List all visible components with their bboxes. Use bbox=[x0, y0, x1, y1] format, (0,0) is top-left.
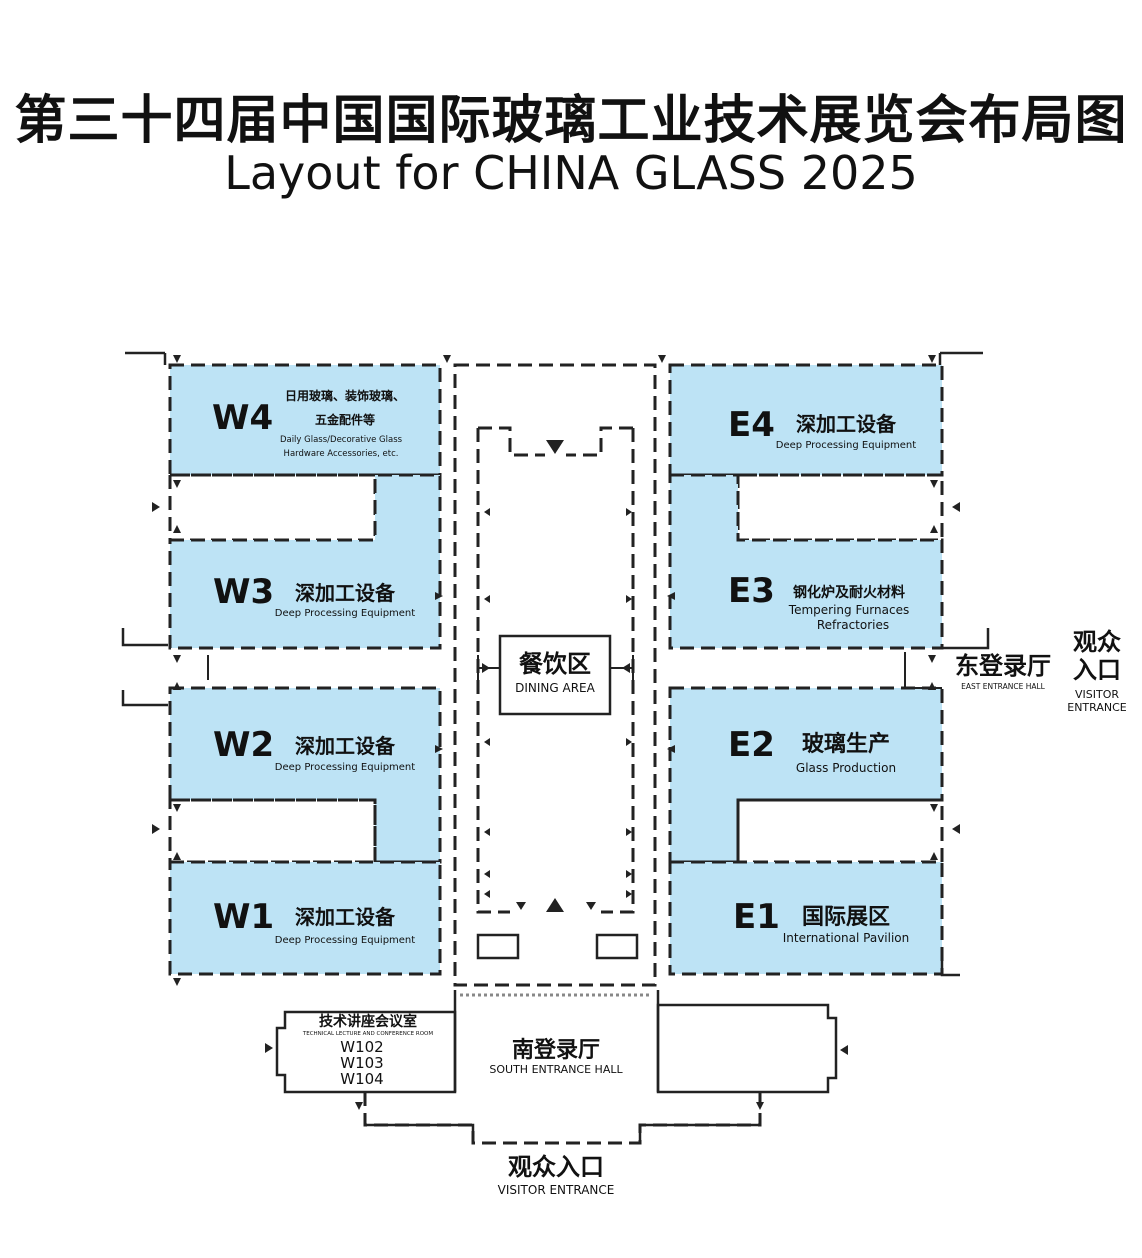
hall-e4[interactable]: E4 深加工设备 Deep Processing Equipment bbox=[668, 363, 944, 477]
arrow-right-icon bbox=[152, 502, 160, 512]
dining-area-box bbox=[498, 634, 612, 716]
dining-area-label-zh: 餐饮区 bbox=[519, 650, 591, 678]
hall-e4-label-zh: 深加工设备 bbox=[796, 412, 897, 436]
arrow-down-icon bbox=[443, 355, 451, 363]
south-entrance-hall[interactable]: 南登录厅 SOUTH ENTRANCE HALL bbox=[489, 1038, 623, 1076]
arrow-down-icon bbox=[928, 355, 936, 363]
east-visitor-entrance-label-en-2: ENTRANCE bbox=[1067, 701, 1127, 714]
hall-w2[interactable]: W2 深加工设备 Deep Processing Equipment bbox=[168, 686, 442, 864]
lecture-room[interactable]: 技术讲座会议室 TECHNICAL LECTURE AND CONFERENCE… bbox=[275, 1010, 457, 1094]
hall-e1-label-en: International Pavilion bbox=[783, 931, 910, 945]
south-visitor-entrance[interactable]: 观众入口 VISITOR ENTRANCE bbox=[498, 1153, 615, 1197]
hall-w1-label-zh: 深加工设备 bbox=[295, 905, 396, 929]
hall-w2-code: W2 bbox=[213, 725, 274, 765]
dining-area[interactable]: 餐饮区 DINING AREA bbox=[498, 634, 612, 716]
east-entrance-hall-label-zh: 东登录厅 bbox=[955, 652, 1051, 680]
page-title-english: Layout for CHINA GLASS 2025 bbox=[224, 146, 918, 200]
lecture-room-w103: W103 bbox=[340, 1054, 383, 1072]
hall-e2[interactable]: E2 玻璃生产 Glass Production bbox=[668, 686, 944, 864]
east-entrance-hall[interactable]: 东登录厅 EAST ENTRANCE HALL bbox=[955, 652, 1051, 691]
corridor-w4-w3 bbox=[168, 473, 377, 542]
arrow-right-icon bbox=[265, 1043, 273, 1053]
hall-w1-code: W1 bbox=[213, 897, 274, 937]
hall-w3-area bbox=[168, 473, 442, 650]
arrow-up-icon bbox=[546, 898, 564, 912]
south-entrance-wall bbox=[363, 1092, 762, 1145]
hall-e2-label-zh: 玻璃生产 bbox=[802, 731, 890, 757]
hall-e2-area bbox=[668, 686, 944, 864]
hall-e2-code: E2 bbox=[728, 725, 775, 765]
hall-w2-area bbox=[168, 686, 442, 864]
south-visitor-entrance-label-zh: 观众入口 bbox=[508, 1153, 604, 1181]
east-entrance-hall-label-en: EAST ENTRANCE HALL bbox=[961, 682, 1045, 691]
hall-w4-area bbox=[168, 363, 442, 477]
page-title-chinese: 第三十四届中国国际玻璃工业技术展览会布局图 bbox=[14, 91, 1128, 151]
hall-e3-area bbox=[668, 473, 944, 650]
hall-e3-label-zh: 钢化炉及耐火材料 bbox=[793, 584, 905, 601]
lecture-room-w104: W104 bbox=[340, 1070, 383, 1088]
hall-w3[interactable]: W3 深加工设备 Deep Processing Equipment bbox=[168, 473, 442, 650]
hall-w3-code: W3 bbox=[213, 572, 274, 612]
hall-w4-code: W4 bbox=[212, 398, 273, 438]
south-entrance-hall-label-en: SOUTH ENTRANCE HALL bbox=[489, 1063, 623, 1076]
hall-w2-label-en: Deep Processing Equipment bbox=[275, 762, 415, 773]
door-arrows bbox=[152, 355, 960, 1110]
hall-e2-label-en: Glass Production bbox=[796, 761, 896, 775]
hall-w2-label-zh: 深加工设备 bbox=[295, 734, 396, 758]
hall-e3-label-en-1: Tempering Furnaces bbox=[788, 603, 909, 617]
dining-area-label-en: DINING AREA bbox=[515, 681, 596, 695]
arrow-down-icon bbox=[173, 355, 181, 363]
hall-w3-label-zh: 深加工设备 bbox=[295, 581, 396, 605]
arrow-left-icon bbox=[840, 1045, 848, 1055]
hall-w4-label-zh-2: 五金配件等 bbox=[315, 412, 375, 427]
south-visitor-entrance-label-en: VISITOR ENTRANCE bbox=[498, 1183, 615, 1197]
hall-w1[interactable]: W1 深加工设备 Deep Processing Equipment bbox=[168, 860, 442, 976]
east-visitor-entrance-label-en-1: VISITOR bbox=[1075, 688, 1119, 701]
hall-e1-label-zh: 国际展区 bbox=[802, 905, 890, 930]
lecture-room-label-en: TECHNICAL LECTURE AND CONFERENCE ROOM bbox=[302, 1031, 434, 1037]
hall-e4-label-en: Deep Processing Equipment bbox=[776, 440, 916, 451]
arrow-down-icon bbox=[658, 355, 666, 363]
south-entrance-hall-label-zh: 南登录厅 bbox=[512, 1038, 600, 1063]
hall-e3[interactable]: E3 钢化炉及耐火材料 Tempering Furnaces Refractor… bbox=[668, 473, 944, 650]
south-east-room bbox=[656, 1003, 838, 1094]
hall-w1-label-en: Deep Processing Equipment bbox=[275, 935, 415, 946]
hall-w4[interactable]: W4 日用玻璃、装饰玻璃、 五金配件等 Daily Glass/Decorati… bbox=[168, 363, 442, 477]
central-corridor bbox=[453, 363, 657, 987]
arrow-right-icon bbox=[152, 824, 160, 834]
hall-e1[interactable]: E1 国际展区 International Pavilion bbox=[668, 860, 944, 976]
hall-w4-label-zh-1: 日用玻璃、装饰玻璃、 bbox=[285, 388, 405, 403]
lecture-room-label-zh: 技术讲座会议室 bbox=[319, 1013, 417, 1030]
hall-w4-label-en-2: Hardware Accessories, etc. bbox=[284, 449, 399, 459]
corridor-w2-w1 bbox=[168, 798, 377, 864]
arrow-left-icon bbox=[952, 502, 960, 512]
lecture-room-w102: W102 bbox=[340, 1038, 383, 1056]
east-visitor-entrance-label-zh-1: 观众 bbox=[1073, 628, 1121, 656]
hall-w1-area bbox=[168, 860, 442, 976]
hall-w3-label-en: Deep Processing Equipment bbox=[275, 608, 415, 619]
east-visitor-entrance-label-zh-2: 入口 bbox=[1073, 656, 1121, 684]
hall-e3-code: E3 bbox=[728, 571, 775, 611]
corridor-e2-e1 bbox=[736, 798, 944, 864]
east-visitor-entrance[interactable]: 观众 入口 VISITOR ENTRANCE bbox=[1067, 628, 1127, 714]
hall-e1-code: E1 bbox=[733, 897, 780, 937]
arrow-down-icon bbox=[546, 440, 564, 454]
corridor-e4-e3 bbox=[736, 473, 944, 542]
hall-e1-area bbox=[668, 860, 944, 976]
hall-e4-code: E4 bbox=[728, 405, 775, 445]
hall-e3-label-en-2: Refractories bbox=[817, 618, 889, 632]
hall-w4-label-en-1: Daily Glass/Decorative Glass bbox=[280, 435, 403, 445]
arrow-left-icon bbox=[952, 824, 960, 834]
